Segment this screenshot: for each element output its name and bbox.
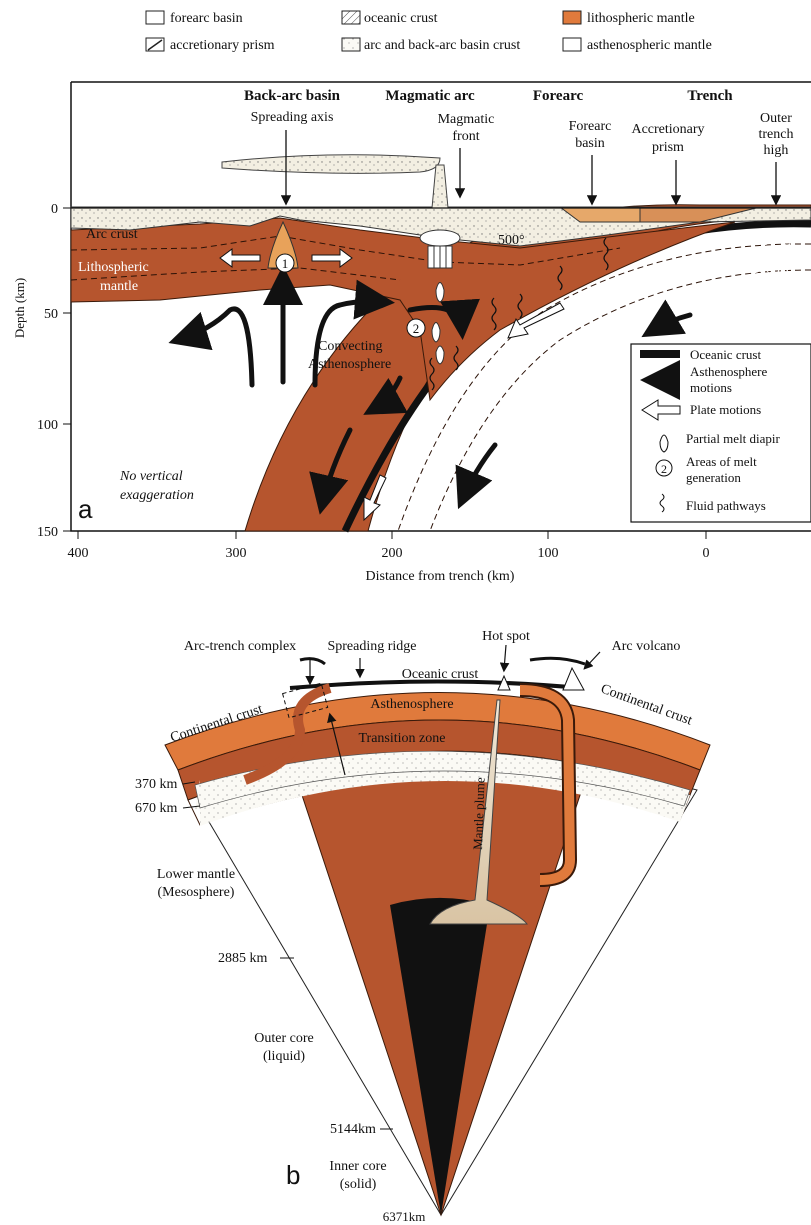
- legend-oceanic-crust: oceanic crust: [364, 11, 438, 26]
- x-axis-label: Distance from trench (km): [366, 569, 515, 584]
- label-1000c: 1000°C: [752, 262, 795, 277]
- label-transition-zone: Transition zone: [359, 731, 446, 746]
- label-lith-mantle-2: mantle: [100, 279, 138, 294]
- panel-a: Back-arc basin Magmatic arc Forearc Tren…: [12, 82, 811, 584]
- x-tick-400: 400: [68, 546, 89, 561]
- label-accretionary-prism-1: Accretionary: [631, 122, 704, 137]
- header-forearc: Forearc: [533, 88, 584, 104]
- label-lower-mantle-1: Lower mantle: [157, 867, 235, 882]
- legend-a-melt-2: generation: [686, 470, 741, 485]
- arc-volcano-cone: [563, 668, 584, 690]
- legend-swatch-arc-crust: [342, 38, 360, 51]
- legend-lithospheric-mantle: lithospheric mantle: [587, 11, 695, 26]
- y-tick-150: 150: [37, 525, 58, 540]
- label-outer-trench-1: Outer: [760, 111, 792, 126]
- y-tick-100: 100: [37, 418, 58, 433]
- y-axis-label: Depth (km): [12, 278, 27, 338]
- legend-accretionary-prism: accretionary prism: [170, 38, 275, 53]
- magma-chamber: [420, 230, 460, 246]
- label-hot-spot: Hot spot: [482, 629, 530, 644]
- legend-a-asth-2: motions: [690, 380, 732, 395]
- panel-a-label: a: [78, 494, 93, 524]
- panel-b-label: b: [286, 1160, 300, 1190]
- label-outer-trench-3: high: [764, 143, 789, 158]
- label-arc-volcano: Arc volcano: [612, 639, 681, 654]
- melt-zone-2-number: 2: [413, 321, 420, 336]
- melt-zone-1-number: 1: [282, 256, 289, 271]
- label-inner-core-2: (solid): [340, 1177, 377, 1192]
- header-magmatic-arc: Magmatic arc: [385, 88, 475, 104]
- label-asthenosphere: Asthenosphere: [370, 697, 453, 712]
- legend-swatch-lith-mantle: [563, 11, 581, 24]
- legend-swatch-oceanic-crust: [342, 11, 360, 24]
- label-outer-core-1: Outer core: [254, 1031, 313, 1046]
- melt-diapir: [436, 283, 444, 303]
- label-500c: 500°C: [755, 234, 791, 249]
- label-magmatic-front-2: front: [452, 129, 479, 144]
- legend-a-asth-1: Asthenosphere: [690, 364, 767, 379]
- x-tick-100: 100: [538, 546, 559, 561]
- legend-a-fluid: Fluid pathways: [686, 498, 766, 513]
- legend-a-plate-motions: Plate motions: [690, 402, 761, 417]
- label-oceanic-crust-b: Oceanic crust: [402, 667, 479, 682]
- label-convecting-1: Convecting: [318, 339, 383, 354]
- x-tick-300: 300: [226, 546, 247, 561]
- label-outer-core-2: (liquid): [263, 1049, 305, 1064]
- legend-swatch-forearc-basin: [146, 11, 164, 24]
- legend-swatch-asth-mantle: [563, 38, 581, 51]
- label-mantle-plume: Mantle plume: [470, 777, 488, 850]
- top-legend: forearc basin accretionary prism oceanic…: [146, 11, 712, 53]
- label-inner-core-1: Inner core: [329, 1159, 386, 1174]
- label-accretionary-prism-2: prism: [652, 140, 684, 155]
- volcano-conduit: [432, 165, 448, 208]
- label-outer-trench-2: trench: [759, 127, 794, 142]
- label-spreading-axis: Spreading axis: [251, 110, 334, 125]
- y-tick-50: 50: [44, 307, 58, 322]
- label-spreading-ridge: Spreading ridge: [327, 639, 416, 654]
- label-lower-mantle-2: (Mesosphere): [158, 885, 235, 900]
- label-no-vertical-1: No vertical: [119, 469, 183, 484]
- depth-5144: 5144km: [330, 1122, 376, 1137]
- depth-370: 370 km: [135, 777, 178, 792]
- header-trench: Trench: [687, 88, 733, 104]
- label-arc-crust: Arc crust: [86, 227, 138, 242]
- legend-a-melt-num: 2: [661, 462, 667, 476]
- label-500-deg: 500°: [498, 233, 525, 248]
- panel-b: Arc-trench complex Spreading ridge Hot s…: [135, 629, 710, 1224]
- x-tick-0: 0: [703, 546, 710, 561]
- legend-a-oceanic-crust: Oceanic crust: [690, 347, 761, 362]
- depth-2885: 2885 km: [218, 951, 268, 966]
- label-magmatic-front-1: Magmatic: [438, 112, 495, 127]
- label-no-vertical-2: exaggeration: [120, 488, 194, 503]
- x-axis: 400 300 200 100 0 Distance from trench (…: [68, 531, 710, 584]
- label-forearc-basin-2: basin: [575, 136, 605, 151]
- legend-a-melt-1: Areas of melt: [686, 454, 757, 469]
- label-convecting-2: Asthenosphere: [308, 357, 391, 372]
- label-arc-trench-complex: Arc-trench complex: [184, 639, 296, 654]
- legend-a-partial-melt: Partial melt diapir: [686, 431, 781, 446]
- label-lith-mantle-1: Lithospheric: [78, 260, 149, 275]
- label-forearc-basin-1: Forearc: [569, 119, 612, 134]
- panel-a-legend: Oceanic crust Asthenosphere motions Plat…: [631, 344, 811, 522]
- ash-cloud: [222, 155, 440, 174]
- y-tick-0: 0: [51, 202, 58, 217]
- header-back-arc-basin: Back-arc basin: [244, 88, 341, 104]
- depth-6371: 6371km: [383, 1209, 426, 1224]
- legend-asthenospheric-mantle: asthenospheric mantle: [587, 38, 712, 53]
- legend-arc-backarc-crust: arc and back-arc basin crust: [364, 38, 520, 53]
- depth-670: 670 km: [135, 801, 178, 816]
- x-tick-200: 200: [382, 546, 403, 561]
- legend-forearc-basin: forearc basin: [170, 11, 243, 26]
